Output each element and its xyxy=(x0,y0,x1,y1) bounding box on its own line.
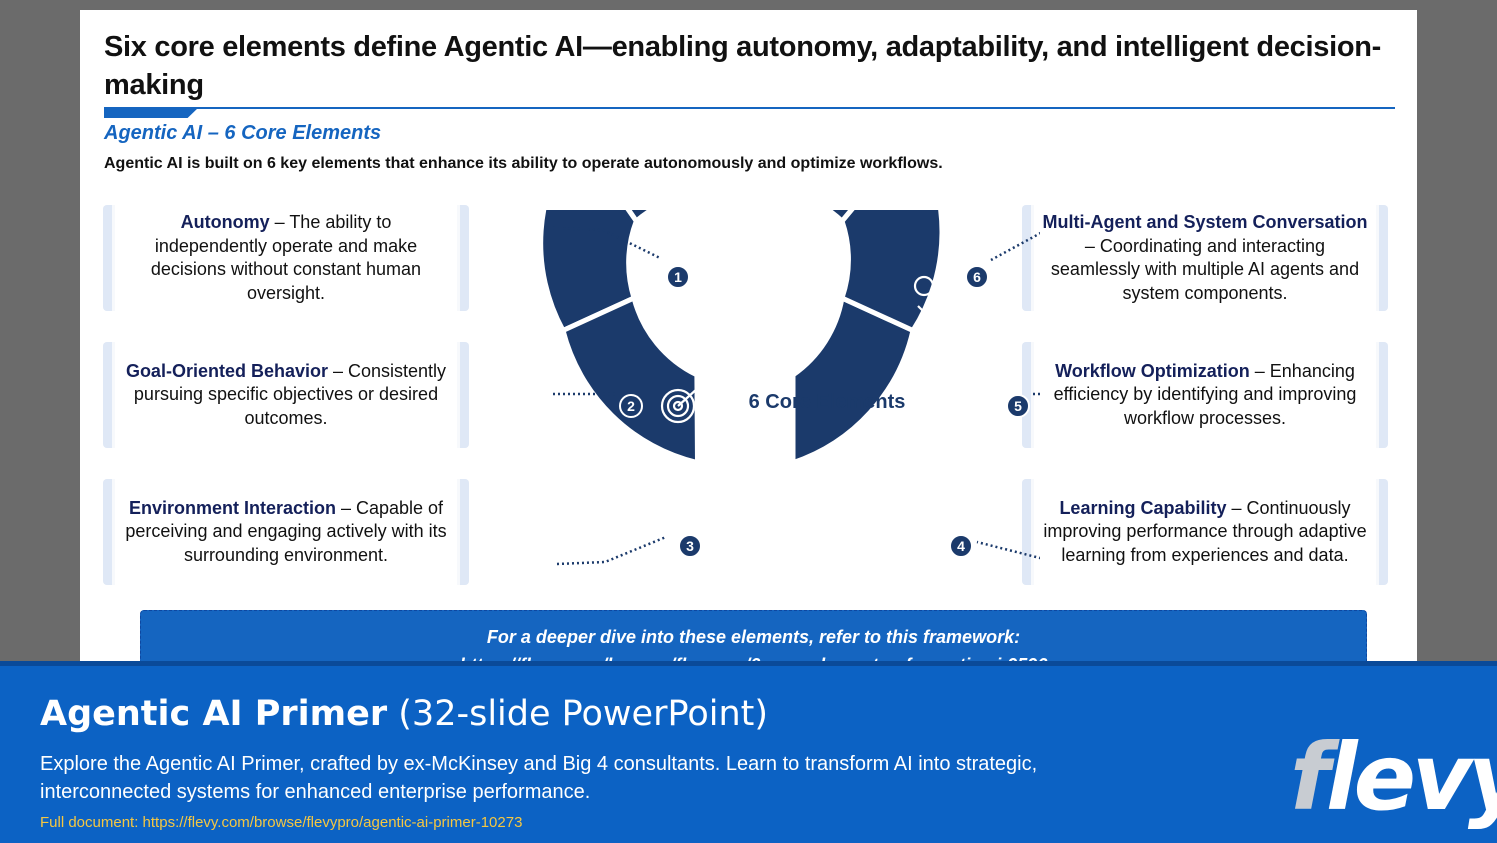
cycle-gear-icon xyxy=(953,385,993,425)
graduation-gear-icon xyxy=(915,490,953,531)
card-desc: – Enhancing efficiency by identifying an… xyxy=(1053,360,1357,428)
idea-exchange-icon xyxy=(913,275,963,321)
lead-text: Agentic AI is built on 6 key elements th… xyxy=(104,155,943,172)
globe-network-icon xyxy=(702,493,740,531)
title-divider-accent xyxy=(104,107,199,118)
badge-5: 5 xyxy=(1006,394,1030,418)
card-environment: Environment Interaction – Capable of per… xyxy=(103,479,469,585)
title-divider xyxy=(104,107,1395,109)
svg-text:1: 1 xyxy=(674,269,682,285)
document-link[interactable]: Full document: https://flevy.com/browse/… xyxy=(40,814,523,831)
card-title: Workflow Optimization xyxy=(1055,360,1250,381)
card-desc: – The ability to independently operate a… xyxy=(150,212,422,303)
svg-text:4: 4 xyxy=(957,538,965,554)
segment-2 xyxy=(538,210,640,334)
product-format: (32-slide PowerPoint) xyxy=(387,694,769,734)
core-elements-diagram: 1 2 3 4 5 6 6 Core Elements xyxy=(538,210,1040,566)
product-description: Explore the Agentic AI Primer, crafted b… xyxy=(40,753,1038,803)
promo-footer: Agentic AI Primer (32-slide PowerPoint) … xyxy=(0,661,1497,843)
card-title: Multi-Agent and System Conversation xyxy=(1042,212,1368,232)
card-goal-oriented: Goal-Oriented Behavior – Consistently pu… xyxy=(103,342,469,448)
product-title: Agentic AI Primer (32-slide PowerPoint) xyxy=(40,694,768,734)
flevy-logo: flevy xyxy=(1290,728,1497,828)
svg-text:5: 5 xyxy=(1014,398,1022,414)
connector-4 xyxy=(976,540,1040,560)
number-badges: 1 2 3 4 5 6 xyxy=(619,265,1030,558)
card-learning: Learning Capability – Continuously impro… xyxy=(1022,479,1388,585)
card-desc: – Consistently pursuing specific objecti… xyxy=(133,360,447,428)
segment-3 xyxy=(560,294,701,466)
logo-rest: levy xyxy=(1326,724,1497,831)
segment-4 xyxy=(790,294,916,467)
segment-5 xyxy=(838,210,945,334)
section-subtitle: Agentic AI – 6 Core Elements xyxy=(104,122,382,144)
target-icon xyxy=(660,387,699,424)
card-title: Learning Capability xyxy=(1059,497,1227,518)
card-desc: – Continuously improving performance thr… xyxy=(1043,497,1367,565)
logo-f: f xyxy=(1290,724,1330,831)
card-autonomy: Autonomy – The ability to independently … xyxy=(103,205,469,311)
center-label: 6 Core Elements xyxy=(749,391,906,413)
card-workflow: Workflow Optimization – Enhancing effici… xyxy=(1022,342,1388,448)
segment-6 xyxy=(823,210,855,225)
slide-title: Six core elements define Agentic AI—enab… xyxy=(104,31,1382,101)
gear-head-icon xyxy=(703,281,739,310)
card-title: Autonomy xyxy=(180,212,270,232)
connector-6 xyxy=(990,231,1040,262)
card-title: Goal-Oriented Behavior xyxy=(125,360,328,381)
badge-3: 3 xyxy=(678,534,702,558)
connector-1 xyxy=(552,226,661,260)
card-desc: – Capable of perceiving and engaging act… xyxy=(125,497,447,565)
badge-2: 2 xyxy=(619,394,643,418)
svg-text:3: 3 xyxy=(686,538,694,554)
slide: Six core elements define Agentic AI—enab… xyxy=(80,10,1417,670)
card-multi-agent: Multi-Agent and System Conversation – Co… xyxy=(1022,205,1388,311)
svg-text:6: 6 xyxy=(973,269,981,285)
product-name: Agentic AI Primer xyxy=(40,694,388,734)
badge-4: 4 xyxy=(949,534,973,558)
card-title: Environment Interaction xyxy=(128,497,336,518)
callout-text: For a deeper dive into these elements, r… xyxy=(486,627,1021,647)
connector-3 xyxy=(556,535,667,566)
card-desc: – Coordinating and interacting seamlessl… xyxy=(1050,235,1360,303)
badge-1: 1 xyxy=(666,265,690,289)
badge-6: 6 xyxy=(965,265,989,289)
svg-text:2: 2 xyxy=(627,398,635,414)
